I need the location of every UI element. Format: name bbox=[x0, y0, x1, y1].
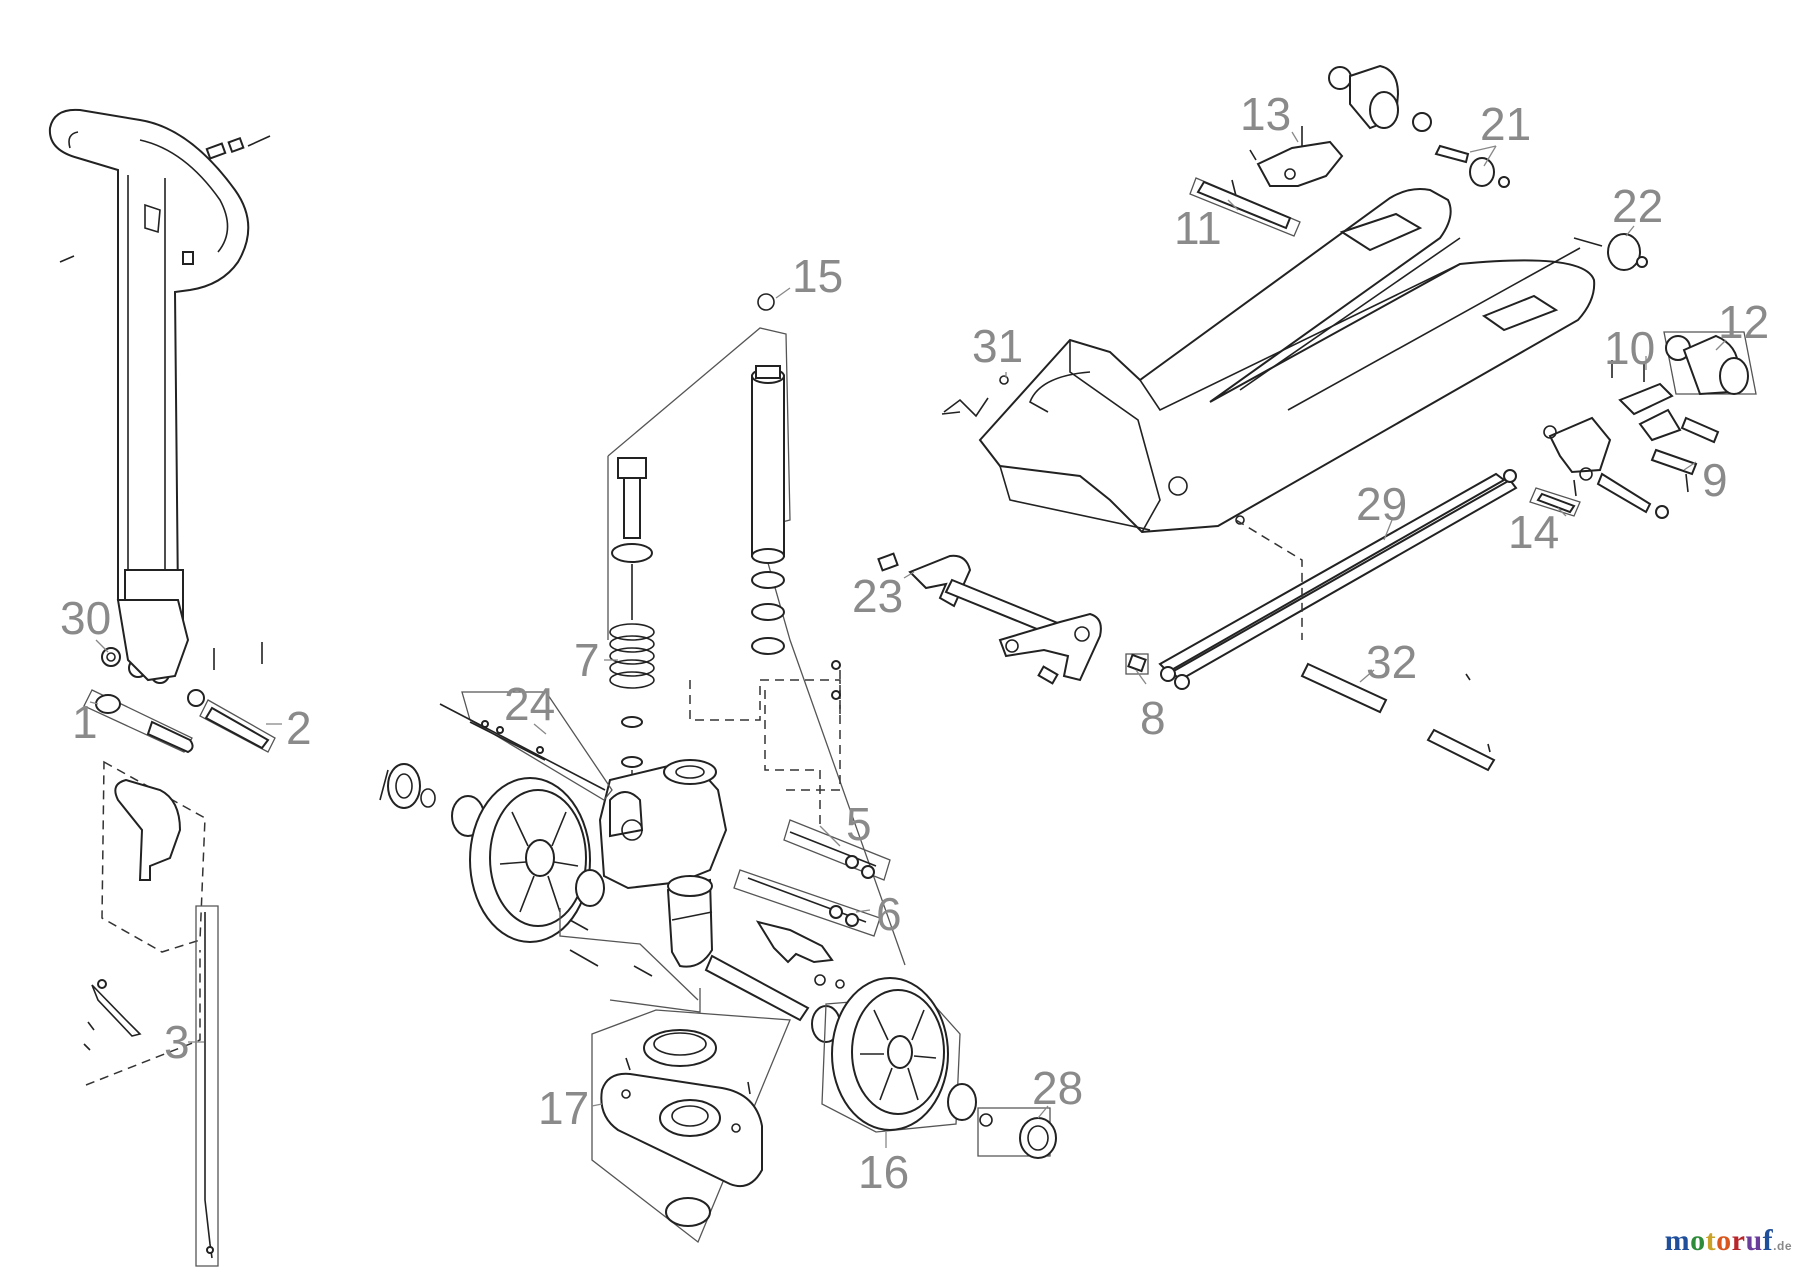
ball-15 bbox=[757, 293, 775, 311]
callout-9: 9 bbox=[1702, 454, 1728, 506]
callout-28: 28 bbox=[1032, 1062, 1083, 1114]
callout-8: 8 bbox=[1140, 692, 1166, 744]
right-steer-wheel-16 bbox=[821, 977, 993, 1133]
roller-12-frame bbox=[1663, 331, 1757, 396]
brand-letter: f bbox=[1762, 1224, 1774, 1257]
pin-9 bbox=[1650, 416, 1720, 493]
release-rods-5 bbox=[783, 819, 891, 881]
release-lever bbox=[755, 920, 845, 989]
callout-30: 30 bbox=[60, 592, 111, 644]
callout-2: 2 bbox=[286, 702, 312, 754]
pump-body bbox=[598, 759, 728, 968]
callout-21: 21 bbox=[1480, 98, 1531, 150]
bushing-30 bbox=[101, 647, 121, 667]
spring-7 bbox=[609, 623, 655, 768]
callout-13: 13 bbox=[1240, 88, 1291, 140]
callout-3: 3 bbox=[164, 1016, 190, 1068]
callout-11: 11 bbox=[1174, 202, 1222, 254]
brand-letter: o bbox=[1690, 1224, 1706, 1257]
brand-tld: .de bbox=[1773, 1239, 1792, 1253]
wheel-axle bbox=[704, 954, 841, 1043]
bushing-1-frame bbox=[83, 689, 194, 754]
link-13 bbox=[1249, 126, 1344, 187]
callout-10: 10 bbox=[1604, 322, 1655, 374]
brand-watermark: motoruf.de bbox=[1665, 1224, 1792, 1258]
callout-22: 22 bbox=[1612, 180, 1663, 232]
callout-leaders bbox=[89, 131, 1727, 1148]
callout-16: 16 bbox=[858, 1146, 909, 1198]
tow-handle bbox=[48, 108, 250, 684]
callout-14: 14 bbox=[1508, 506, 1559, 558]
piston-rod bbox=[751, 365, 785, 655]
callout-31: 31 bbox=[972, 320, 1023, 372]
brand-letter: t bbox=[1705, 1224, 1717, 1257]
callout-12: 12 bbox=[1718, 296, 1769, 348]
tie-rod-29 bbox=[1125, 469, 1518, 690]
left-steer-wheel bbox=[379, 763, 605, 943]
lift-linkage-23 bbox=[877, 552, 1102, 685]
roller-22 bbox=[1573, 233, 1648, 271]
load-roller-top bbox=[1328, 64, 1432, 132]
fork-base-17 bbox=[591, 1009, 791, 1244]
callout-5: 5 bbox=[846, 798, 872, 850]
callout-15: 15 bbox=[792, 250, 843, 302]
callout-17: 17 bbox=[538, 1082, 589, 1134]
callout-7: 7 bbox=[574, 634, 600, 686]
hub-cap-28 bbox=[977, 1107, 1057, 1159]
callout-24: 24 bbox=[504, 678, 555, 730]
callout-numbers: 1 2 3 5 6 7 8 9 10 11 12 13 14 15 16 17 … bbox=[60, 88, 1769, 1198]
small-pins-top bbox=[59, 135, 271, 263]
callout-29: 29 bbox=[1356, 478, 1407, 530]
link-10 bbox=[1543, 360, 1682, 481]
brand-letter: o bbox=[1716, 1224, 1732, 1257]
brand-letter: r bbox=[1731, 1224, 1746, 1257]
callout-23: 23 bbox=[852, 570, 903, 622]
brand-letter: u bbox=[1745, 1224, 1763, 1257]
pin-11-frame bbox=[1189, 177, 1301, 237]
lower-frame-links bbox=[559, 908, 701, 1013]
fork-chassis bbox=[941, 188, 1596, 534]
callout-32: 32 bbox=[1366, 636, 1417, 688]
handle-inset-frame bbox=[83, 760, 206, 1086]
brand-letter: m bbox=[1664, 1224, 1691, 1257]
callout-1: 1 bbox=[72, 696, 98, 748]
pin-14 bbox=[1529, 472, 1669, 519]
pump-frame bbox=[607, 327, 906, 966]
release-rods-6 bbox=[733, 869, 881, 937]
pin-32 bbox=[1235, 519, 1496, 772]
axle-pin-2-frame bbox=[187, 642, 276, 753]
valve-frame-24 bbox=[439, 691, 613, 801]
push-rod-3 bbox=[195, 905, 219, 1267]
callout-6: 6 bbox=[876, 888, 902, 940]
pump-piston bbox=[611, 457, 653, 620]
pin-21 bbox=[1434, 144, 1510, 188]
